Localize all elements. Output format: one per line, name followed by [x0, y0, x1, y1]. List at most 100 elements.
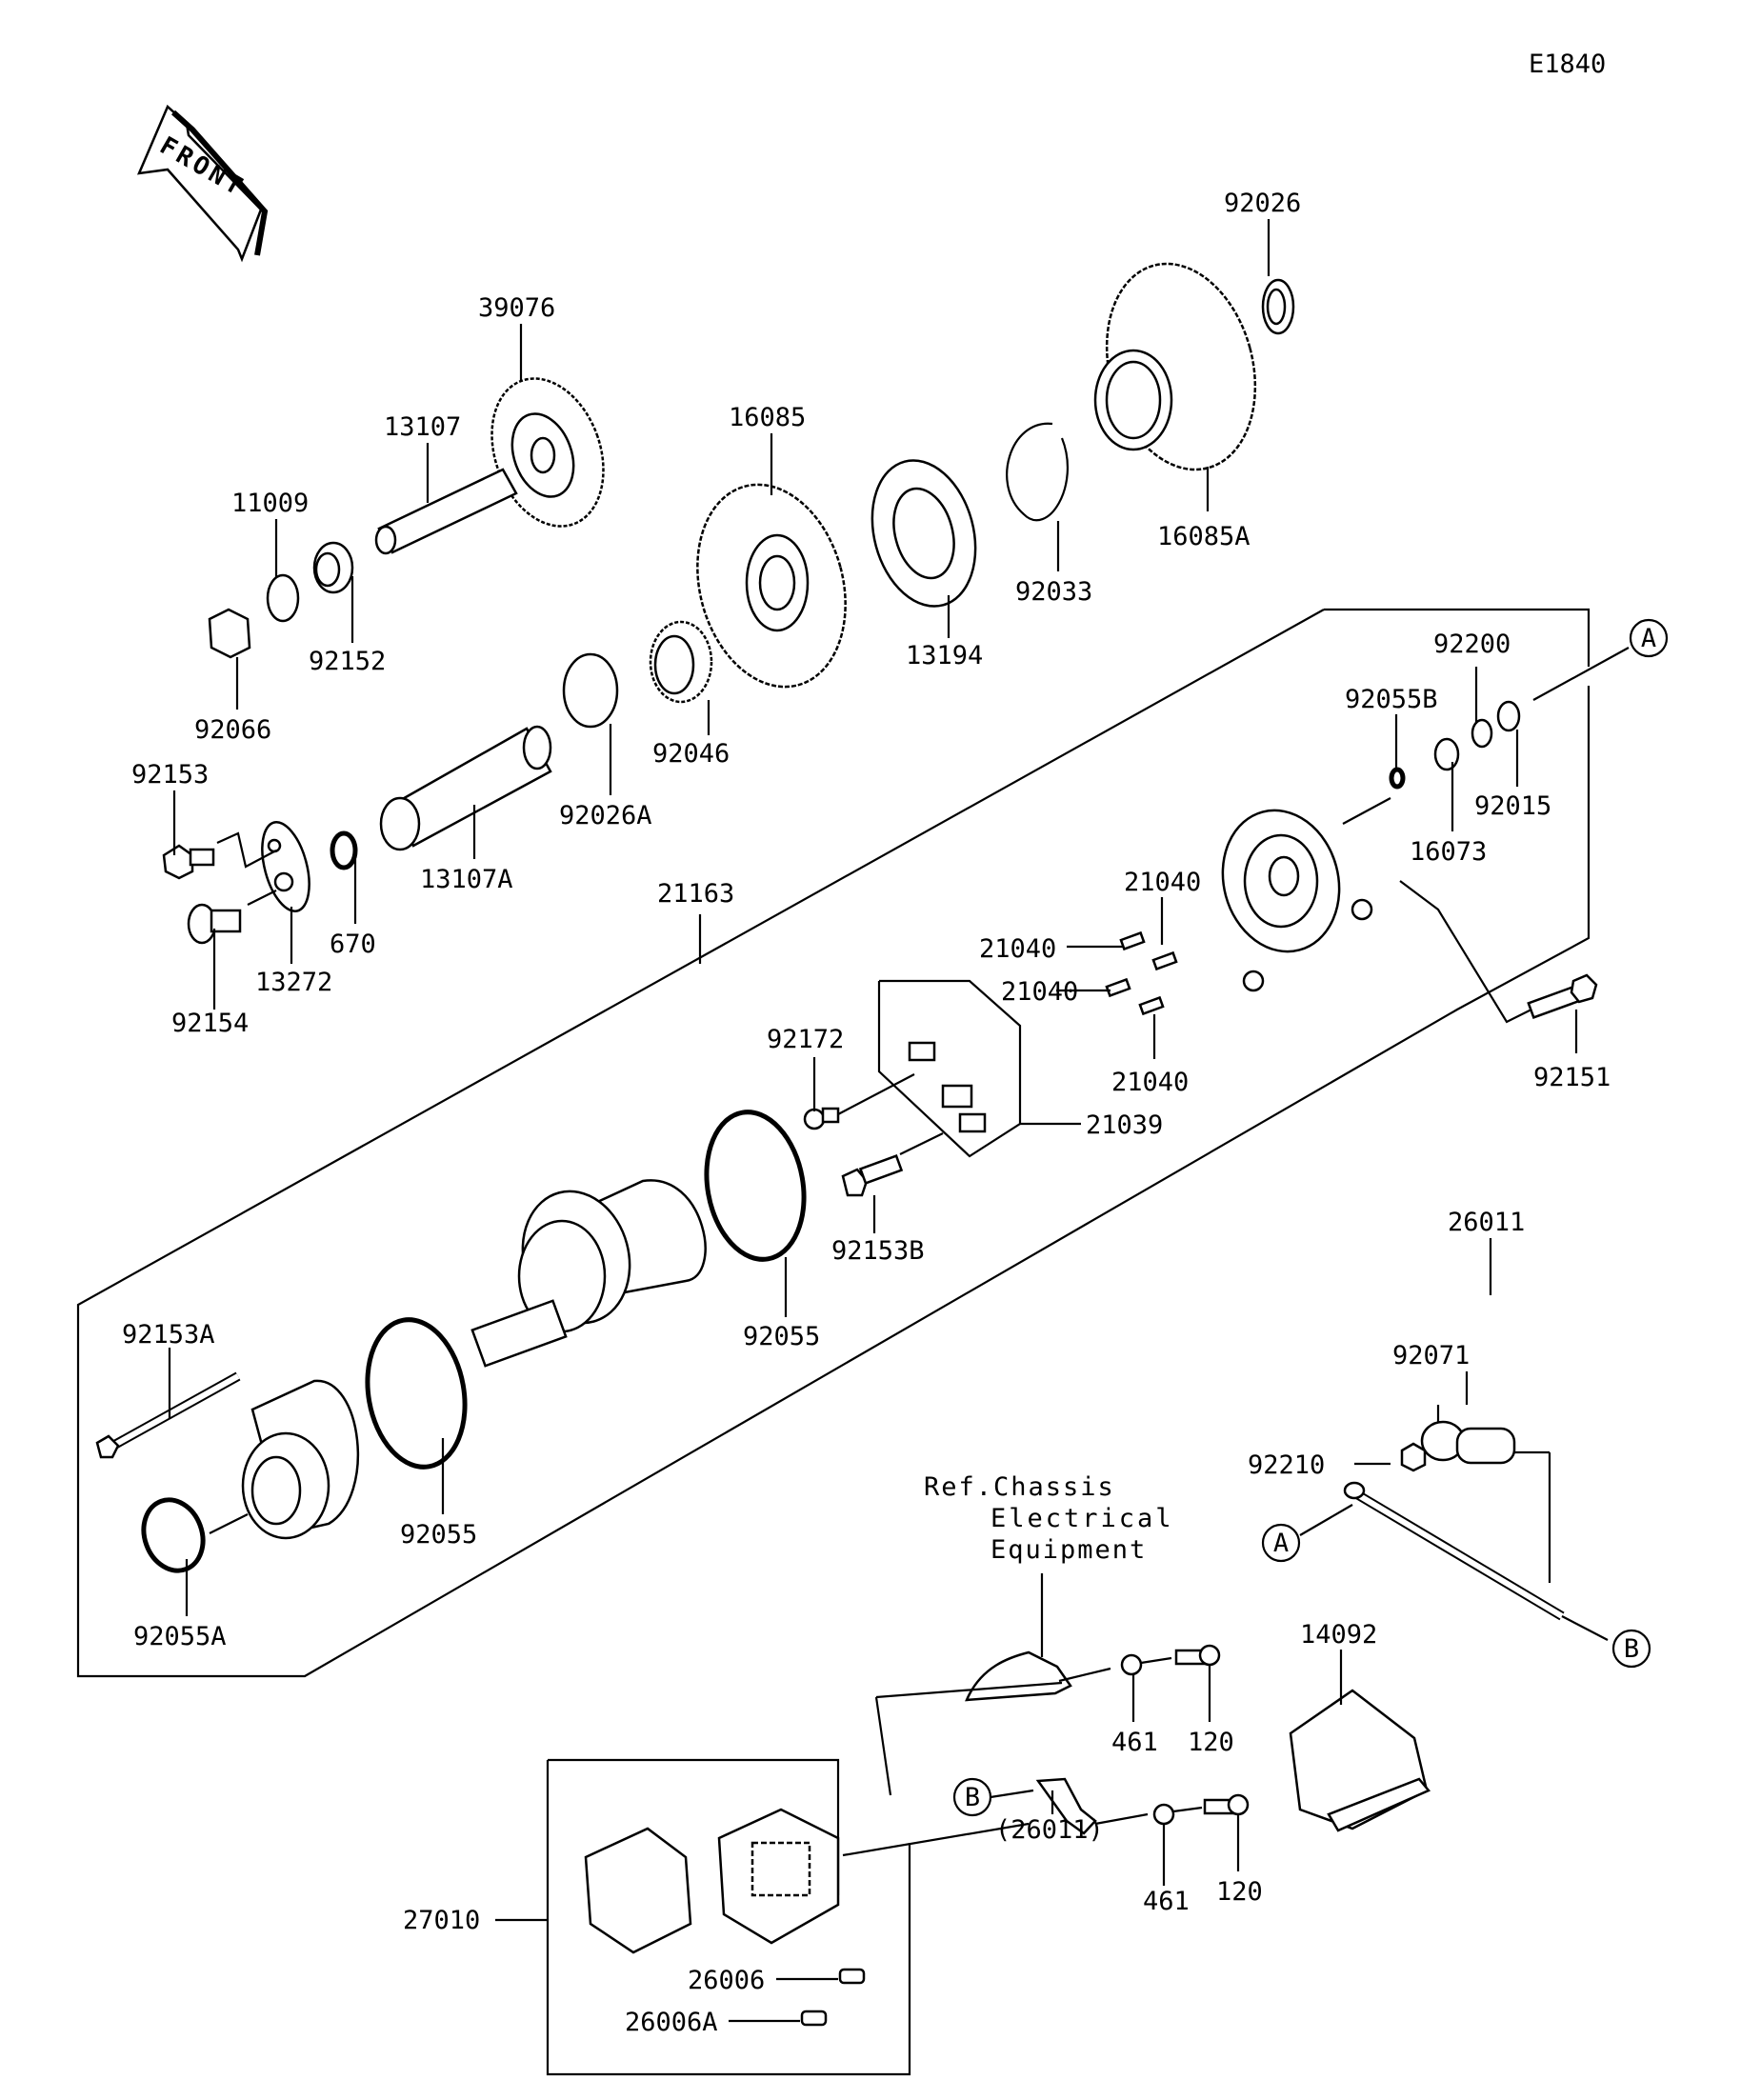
- part-26006-fuse: [838, 1968, 866, 1985]
- marker-b-right: B: [1611, 1629, 1651, 1669]
- svg-text:B: B: [965, 1783, 980, 1812]
- link-cable-B: [1561, 1615, 1609, 1641]
- part-92055-oring-a: [704, 1110, 807, 1262]
- part-92046-bearing: [649, 620, 713, 704]
- label-92210: 92210: [1248, 1450, 1325, 1480]
- label-13107A: 13107A: [420, 865, 513, 894]
- marker-b-left: B: [952, 1777, 992, 1817]
- ref-note-line-3: Equipment: [991, 1535, 1147, 1565]
- label-92153: 92153: [131, 760, 209, 790]
- part-92153A-bolt: [95, 1371, 241, 1459]
- ref-note-line-2: Electrical: [991, 1504, 1174, 1533]
- link-92172: [837, 1073, 915, 1115]
- link-92153-13272: [216, 831, 277, 869]
- part-92055-oring-b: [365, 1317, 468, 1470]
- link-120b: [1172, 1806, 1203, 1813]
- front-arrow-icon: FRONT: [136, 104, 269, 263]
- marker-a-bottom: A: [1261, 1523, 1301, 1563]
- svg-text:A: A: [1273, 1529, 1289, 1558]
- part-16085-gear: [696, 483, 847, 689]
- part-39076-gear: [490, 377, 605, 528]
- part-92153B-bolt: [841, 1154, 904, 1197]
- label-92026: 92026: [1224, 189, 1301, 218]
- part-120a-bolt: [1174, 1644, 1221, 1667]
- link-relay: [842, 1822, 1030, 1857]
- part-labels: 92026 39076 13107 16085 11009 16085A 920…: [122, 189, 1611, 2037]
- part-92033-circlip: [1006, 422, 1069, 522]
- part-92210-nut: [1400, 1442, 1427, 1472]
- label-670: 670: [330, 930, 376, 959]
- label-21040-d: 21040: [1111, 1068, 1189, 1097]
- label-13107: 13107: [384, 412, 461, 442]
- part-461b-washer: [1152, 1803, 1175, 1826]
- link-92151: [1399, 880, 1532, 1024]
- label-92200: 92200: [1433, 630, 1511, 659]
- label-26006A: 26006A: [625, 2008, 718, 2037]
- part-92055B-oring: [1389, 767, 1406, 790]
- label-92055-b: 92055: [400, 1520, 477, 1550]
- label-92154: 92154: [171, 1009, 249, 1038]
- label-92151: 92151: [1533, 1063, 1611, 1092]
- link-92153B: [899, 1132, 944, 1155]
- part-rear-cover: [1221, 809, 1373, 992]
- part-120b-bolt: [1203, 1793, 1250, 1816]
- part-26006A-fuse: [800, 2010, 828, 2027]
- link-461b: [1094, 1812, 1149, 1826]
- label-26006: 26006: [688, 1966, 765, 1995]
- label-92055A: 92055A: [133, 1622, 227, 1651]
- part-27010-relay: [584, 1808, 840, 1954]
- part-front-cover: [241, 1379, 360, 1540]
- part-92151-bolt: [1527, 973, 1598, 1020]
- label-26011: 26011: [1448, 1208, 1525, 1237]
- link-120a: [1140, 1656, 1172, 1665]
- label-27010: 27010: [403, 1906, 480, 1935]
- label-92152: 92152: [309, 647, 386, 676]
- label-11009: 11009: [231, 489, 309, 518]
- part-13194-clutch: [870, 459, 977, 608]
- part-13272-plate: [261, 821, 310, 912]
- label-92153B: 92153B: [831, 1236, 925, 1266]
- label-92071: 92071: [1392, 1341, 1470, 1370]
- label-21040-c: 21040: [1001, 977, 1078, 1007]
- label-92055B: 92055B: [1345, 685, 1438, 714]
- link-A-cable: [1299, 1504, 1353, 1536]
- ref-note-line-1: Ref.Chassis: [924, 1472, 1115, 1502]
- part-92152-bushing: [312, 541, 354, 594]
- part-armature-yoke: [470, 1179, 707, 1368]
- part-16085A-gear: [1093, 262, 1257, 471]
- part-16073-collar: [1433, 737, 1460, 771]
- label-92015: 92015: [1474, 791, 1551, 821]
- label-461-b: 461: [1143, 1887, 1190, 1916]
- label-21040-a: 21040: [1124, 868, 1201, 897]
- brush-holder-outline: [877, 979, 1022, 1158]
- part-92153-bolt: [162, 844, 215, 880]
- part-26011-cable: [1343, 1481, 1565, 1621]
- link-461a: [1058, 1667, 1111, 1683]
- label-92066: 92066: [194, 715, 271, 745]
- link-92015-A: [1532, 647, 1630, 701]
- part-670-oring: [330, 830, 358, 870]
- link-92154-13272: [247, 890, 277, 906]
- label-92026A: 92026A: [559, 801, 652, 830]
- part-21039-brush-holder: [908, 1041, 987, 1133]
- part-461a-washer: [1120, 1653, 1143, 1676]
- assembly-outline: [76, 609, 1591, 1678]
- label-16085A: 16085A: [1157, 522, 1251, 551]
- label-120-a: 120: [1188, 1728, 1234, 1757]
- part-92071-cap: [1420, 1420, 1516, 1465]
- link-harness-down: [874, 1696, 892, 1796]
- label-92153A: 92153A: [122, 1320, 215, 1350]
- part-92200-washer: [1471, 718, 1493, 749]
- link-harness: [875, 1681, 1063, 1699]
- label-21039: 21039: [1086, 1110, 1163, 1140]
- label-13272: 13272: [255, 968, 332, 997]
- svg-text:A: A: [1641, 624, 1656, 653]
- diagram-code: E1840: [1529, 50, 1606, 79]
- part-92015-nut: [1496, 700, 1521, 732]
- svg-text:B: B: [1624, 1634, 1639, 1664]
- leader-lines: [168, 219, 1578, 1886]
- link-92055B: [1342, 797, 1391, 825]
- label-21040-b: 21040: [979, 934, 1056, 964]
